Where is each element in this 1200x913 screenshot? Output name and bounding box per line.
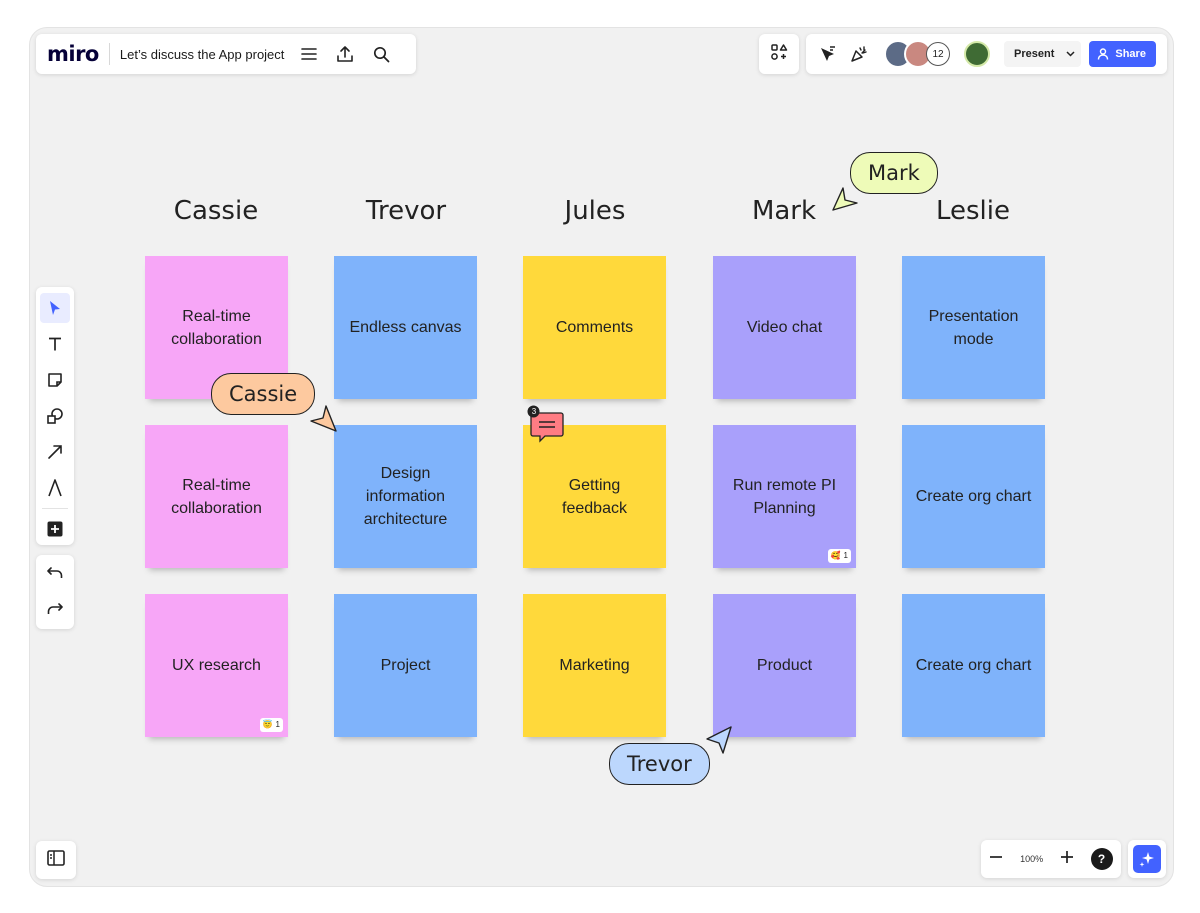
share-label: Share bbox=[1115, 48, 1146, 60]
present-label: Present bbox=[1014, 48, 1055, 60]
pen-tool[interactable] bbox=[36, 470, 74, 506]
reaction-emoji: 🥰 bbox=[830, 551, 841, 560]
collaborator-cursor-label: Cassie bbox=[211, 373, 316, 415]
sticky-note[interactable]: Project bbox=[334, 594, 477, 737]
cursor-arrow-icon bbox=[310, 405, 337, 432]
current-user-avatar[interactable] bbox=[964, 41, 990, 67]
sticky-note-text: Run remote PI Planning bbox=[732, 476, 837, 517]
sticky-note-text: UX research bbox=[172, 657, 261, 674]
cursor-reactions-icon[interactable] bbox=[816, 43, 838, 65]
apps-icon bbox=[770, 43, 788, 66]
reaction-count: 1 bbox=[843, 551, 848, 560]
sticky-note[interactable]: Getting feedback bbox=[523, 425, 666, 568]
more-tools[interactable] bbox=[36, 511, 74, 547]
board-title[interactable]: Let’s discuss the App project bbox=[119, 46, 285, 62]
sticky-note[interactable]: Endless canvas bbox=[334, 256, 477, 399]
comment-count: 3 bbox=[531, 407, 537, 416]
divider bbox=[108, 43, 110, 65]
reaction-count: 1 bbox=[275, 720, 280, 729]
redo-icon bbox=[40, 594, 70, 624]
help-button[interactable]: ? bbox=[1090, 848, 1113, 870]
sparkle-icon bbox=[1133, 845, 1161, 873]
zoom-out-icon[interactable] bbox=[989, 850, 1003, 869]
shapes-tool[interactable] bbox=[36, 398, 74, 434]
pen-icon bbox=[40, 473, 70, 503]
collaborator-avatars[interactable]: 12 bbox=[884, 40, 950, 68]
comment-icon bbox=[527, 405, 564, 443]
creation-toolbar bbox=[36, 287, 74, 545]
collaboration-toolbar: 12 Present Share bbox=[806, 34, 1167, 74]
apps-button[interactable] bbox=[759, 34, 799, 74]
user-icon bbox=[1097, 48, 1109, 60]
reaction-badge[interactable]: 😇 1 bbox=[259, 718, 283, 732]
arrow-tool[interactable] bbox=[36, 434, 74, 470]
sticky-note-with-reaction[interactable]: Run remote PI Planning 🥰 1 bbox=[713, 425, 856, 568]
column-header-jules[interactable]: Jules bbox=[564, 196, 626, 226]
celebrate-icon[interactable] bbox=[848, 43, 870, 65]
sticky-note-with-reaction[interactable]: UX research 😇 1 bbox=[145, 594, 288, 737]
sidebar-icon bbox=[47, 849, 65, 871]
zoom-controls: 100% ? bbox=[981, 840, 1121, 878]
share-button[interactable]: Share bbox=[1089, 41, 1156, 67]
redo-button[interactable] bbox=[36, 591, 74, 627]
comment-thread[interactable]: 3 bbox=[527, 405, 567, 443]
column-header-mark[interactable]: Mark bbox=[751, 196, 817, 226]
collaborator-count: 12 bbox=[926, 42, 950, 66]
zoom-in-icon[interactable] bbox=[1060, 850, 1074, 869]
sticky-note[interactable]: Real-time collaboration bbox=[145, 425, 288, 568]
text-tool[interactable] bbox=[36, 326, 74, 362]
sticky-note[interactable]: Create org chart bbox=[902, 425, 1045, 568]
undo-button[interactable] bbox=[36, 555, 74, 591]
sidebar-toggle-button[interactable] bbox=[36, 841, 76, 879]
search-icon[interactable] bbox=[370, 43, 392, 65]
sticky-note-tool[interactable] bbox=[36, 362, 74, 398]
present-button[interactable]: Present bbox=[1004, 41, 1082, 67]
arrow-icon bbox=[40, 437, 70, 467]
sticky-note[interactable]: Video chat bbox=[713, 256, 856, 399]
reaction-emoji: 😇 bbox=[262, 720, 273, 729]
cursor-arrow-icon bbox=[706, 726, 732, 754]
board-header: miro Let’s discuss the App project bbox=[36, 34, 416, 74]
select-icon bbox=[40, 293, 70, 323]
cursor-arrow-icon bbox=[832, 187, 858, 211]
sticky-note[interactable]: Presentation mode bbox=[902, 256, 1045, 399]
sticky-note[interactable]: Product bbox=[713, 594, 856, 737]
sticky-note[interactable]: Comments bbox=[523, 256, 666, 399]
chevron-down-icon[interactable] bbox=[1066, 49, 1075, 60]
history-toolbar bbox=[36, 555, 74, 629]
text-icon bbox=[40, 329, 70, 359]
collaborator-cursor-label: Mark bbox=[850, 152, 938, 194]
column-header-trevor[interactable]: Trevor bbox=[365, 196, 447, 226]
sticky-note[interactable]: Marketing bbox=[523, 594, 666, 737]
divider bbox=[42, 508, 68, 509]
export-icon[interactable] bbox=[334, 43, 356, 65]
column-header-leslie[interactable]: Leslie bbox=[935, 196, 1010, 226]
menu-icon[interactable] bbox=[298, 43, 320, 65]
sticky-note[interactable]: Design information architecture bbox=[334, 425, 477, 568]
column-header-cassie[interactable]: Cassie bbox=[173, 196, 259, 226]
ai-assist-button[interactable] bbox=[1128, 840, 1166, 878]
zoom-level[interactable]: 100% bbox=[1020, 854, 1044, 864]
reaction-badge[interactable]: 🥰 1 bbox=[827, 549, 851, 563]
sticky-note-icon bbox=[40, 365, 70, 395]
miro-board-window: miro Let’s discuss the App project 12 bbox=[29, 27, 1174, 887]
shapes-icon bbox=[40, 401, 70, 431]
collaborator-cursor-label: Trevor bbox=[609, 743, 710, 785]
undo-icon bbox=[40, 558, 70, 588]
select-tool[interactable] bbox=[36, 290, 74, 326]
miro-logo[interactable]: miro bbox=[47, 42, 99, 66]
plus-icon bbox=[40, 514, 70, 544]
sticky-note[interactable]: Create org chart bbox=[902, 594, 1045, 737]
